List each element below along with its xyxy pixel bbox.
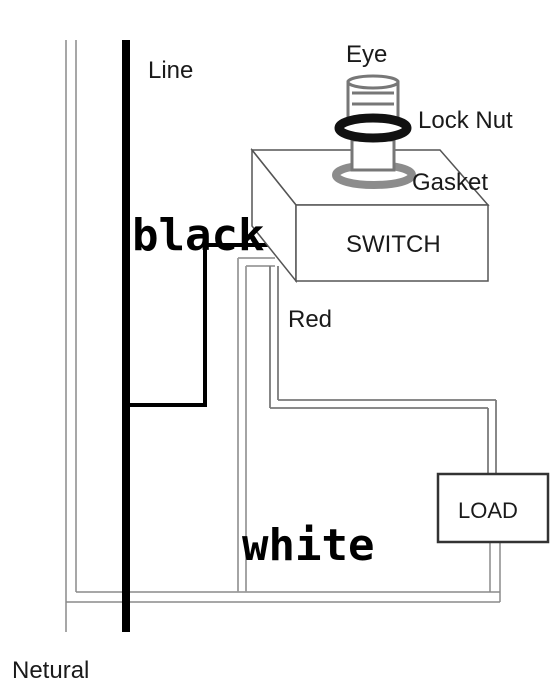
eye-label: Eye [346,41,387,68]
neutral-wire [65,40,501,632]
red-wire [269,266,497,474]
lock-nut-label: Lock Nut [418,107,513,134]
white-label: white [242,520,374,571]
switch-box [250,147,490,284]
black-label: black [132,210,264,261]
switch-label: SWITCH [346,231,441,258]
line-label: Line [148,57,193,84]
red-label: Red [288,306,332,333]
load-label: LOAD [458,498,518,523]
black-line-wire [122,40,280,632]
lock-nut [334,113,412,143]
neutral-label: Netural [12,657,89,684]
load-box [436,472,550,544]
gasket-label: Gasket [412,169,488,196]
